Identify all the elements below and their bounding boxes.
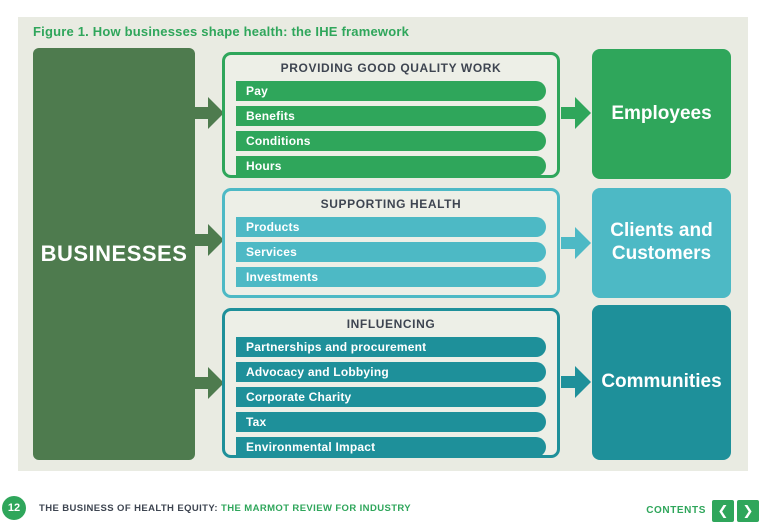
target-box-clients-and-customers: Clients and Customers [592,188,731,298]
group-items: Products Services Investments [236,217,546,287]
item-pill: Tax [236,412,546,432]
target-box-communities: Communities [592,305,731,460]
group-box-influencing: INFLUENCING Partnerships and procurement… [222,308,560,458]
previous-page-button[interactable]: ❮ [712,500,734,522]
item-pill: Hours [236,156,546,176]
arrow-right-icon [194,367,224,399]
group-header: PROVIDING GOOD QUALITY WORK [280,61,502,75]
item-pill: Services [236,242,546,262]
footer-title-dark: THE BUSINESS OF HEALTH EQUITY: [39,503,218,514]
item-pill: Conditions [236,131,546,151]
arrow-right-icon [194,224,224,256]
contents-link[interactable]: CONTENTS [646,505,706,516]
group-header: SUPPORTING HEALTH [320,197,462,211]
arrow-right-icon [561,227,591,259]
footer-title: THE BUSINESS OF HEALTH EQUITY: THE MARMO… [39,503,411,514]
item-pill: Environmental Impact [236,437,546,457]
item-pill: Investments [236,267,546,287]
footer-title-green: THE MARMOT REVIEW FOR INDUSTRY [221,503,412,514]
arrow-right-icon [561,97,591,129]
group-header: INFLUENCING [346,317,436,331]
figure-panel: Figure 1. How businesses shape health: t… [18,17,748,471]
group-box-supporting-health: SUPPORTING HEALTH Products Services Inve… [222,188,560,298]
item-pill: Partnerships and procurement [236,337,546,357]
chevron-right-icon: ❯ [742,503,754,519]
group-items: Pay Benefits Conditions Hours [236,81,546,176]
businesses-label: BUSINESSES [40,241,188,266]
chevron-left-icon: ❮ [717,503,729,519]
group-items: Partnerships and procurement Advocacy an… [236,337,546,457]
arrow-right-icon [194,97,224,129]
figure-title: Figure 1. How businesses shape health: t… [33,24,410,39]
item-pill: Pay [236,81,546,101]
group-box-providing-good-quality-work: PROVIDING GOOD QUALITY WORK Pay Benefits… [222,52,560,178]
item-pill: Benefits [236,106,546,126]
item-pill: Products [236,217,546,237]
page-number-badge: 12 [2,496,26,520]
item-pill: Advocacy and Lobbying [236,362,546,382]
next-page-button[interactable]: ❯ [737,500,759,522]
item-pill: Corporate Charity [236,387,546,407]
arrow-right-icon [561,366,591,398]
businesses-box: BUSINESSES [33,48,195,460]
target-box-employees: Employees [592,49,731,179]
